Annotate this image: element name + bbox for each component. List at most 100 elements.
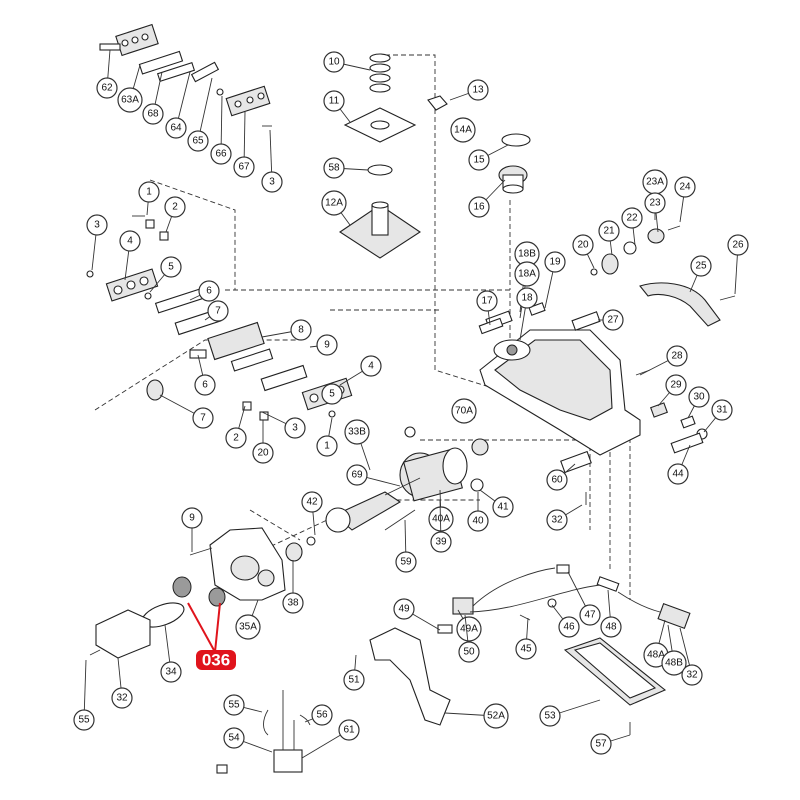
callout-number: 67	[238, 162, 250, 173]
callout-number: 68	[147, 109, 159, 120]
callout-9: 9	[181, 507, 203, 552]
gear-case	[189, 527, 303, 601]
callout-number: 32	[686, 670, 698, 681]
callout-number: 7	[215, 306, 221, 317]
callout-circle	[160, 256, 182, 278]
callout-2: 2	[225, 405, 247, 449]
callout-number: 49A	[460, 624, 478, 635]
callout-circle	[316, 435, 338, 457]
callout-number: 56	[316, 710, 328, 721]
callout-circle	[284, 417, 306, 439]
callout-number: 8	[298, 325, 304, 336]
callout-66: 66	[210, 95, 232, 165]
callout-number: 1	[324, 441, 330, 452]
callout-number: 54	[228, 733, 240, 744]
callout-62: 62	[96, 49, 118, 99]
callout-number: 70A	[455, 406, 473, 417]
callout-number: 64	[170, 123, 182, 134]
callout-number: 40A	[432, 514, 450, 525]
callout-63A: 63A	[117, 64, 143, 113]
callout-11: 11	[323, 90, 351, 123]
callout-number: 60	[551, 475, 563, 486]
callout-9: 9	[309, 334, 338, 356]
callout-48: 48	[600, 589, 622, 638]
callout-circle	[138, 181, 160, 203]
callout-circle	[96, 77, 118, 99]
callout-68: 68	[142, 71, 164, 125]
callout-circle	[598, 220, 620, 242]
callout-31: 31	[703, 399, 733, 433]
callout-circle	[666, 345, 688, 367]
callout-number: 23	[649, 198, 661, 209]
callout-44: 44	[667, 444, 691, 485]
callout-59: 59	[395, 519, 417, 573]
callout-number: 3	[292, 423, 298, 434]
callout-7: 7	[159, 394, 214, 429]
callout-circle	[558, 616, 580, 638]
callout-circle	[476, 290, 498, 312]
callout-number: 26	[732, 240, 744, 251]
callout-number: 2	[233, 433, 239, 444]
callout-8: 8	[261, 319, 312, 341]
callout-21: 21	[598, 220, 620, 256]
callout-number: 2	[172, 202, 178, 213]
callout-number: 9	[324, 340, 330, 351]
callout-circle	[192, 407, 214, 429]
callout-49A: 49A	[456, 609, 482, 642]
callout-33B: 33B	[344, 419, 371, 471]
callout-circle	[456, 616, 482, 642]
callout-15: 15	[468, 144, 509, 171]
callout-circle	[665, 374, 687, 396]
callout-number: 23A	[646, 177, 664, 188]
callout-circle	[86, 214, 108, 236]
callout-circle	[711, 399, 733, 421]
callout-circle	[225, 427, 247, 449]
callout-circle	[590, 733, 612, 755]
base-parts	[369, 627, 667, 735]
callout-3: 3	[261, 411, 306, 439]
callout-number: 7	[200, 413, 206, 424]
callout-number: 5	[168, 262, 174, 273]
callout-number: 29	[670, 380, 682, 391]
motor-assembly	[306, 426, 489, 546]
callout-4: 4	[119, 230, 141, 281]
switch-assembly-top	[99, 23, 272, 127]
callout-14A: 14A	[450, 117, 476, 143]
callout-55: 55	[73, 659, 95, 731]
callout-2: 2	[164, 196, 186, 233]
callout-circle	[343, 669, 365, 691]
callout-13: 13	[449, 79, 489, 101]
callout-number: 51	[348, 675, 360, 686]
callout-number: 3	[94, 220, 100, 231]
callout-circle	[430, 531, 452, 553]
callout-circle	[690, 255, 712, 277]
callout-number: 39	[435, 537, 447, 548]
callout-38: 38	[282, 560, 304, 614]
callout-circle	[187, 130, 209, 152]
callout-number: 15	[473, 155, 485, 166]
callout-4: 4	[339, 355, 382, 386]
callout-number: 48	[605, 622, 617, 633]
callout-circle	[160, 661, 182, 683]
callout-number: 48A	[647, 650, 665, 661]
fittings	[478, 317, 708, 505]
callout-number: 58	[328, 163, 340, 174]
callout-circle	[111, 687, 133, 709]
callout-number: 24	[679, 182, 691, 193]
callout-circle	[252, 442, 274, 464]
callout-circle	[514, 261, 540, 287]
callout-number: 44	[672, 469, 684, 480]
callout-circle	[727, 234, 749, 256]
callout-number: 41	[497, 502, 509, 513]
callout-circle	[544, 251, 566, 273]
callout-22: 22	[621, 207, 643, 246]
callout-26: 26	[727, 234, 749, 295]
callout-27: 27	[598, 309, 624, 331]
callout-circle	[681, 664, 703, 686]
callout-circle	[579, 604, 601, 626]
callout-number: 32	[116, 693, 128, 704]
callout-number: 50	[463, 647, 475, 658]
callout-23A: 23A	[642, 169, 668, 220]
callout-56: 56	[304, 704, 333, 726]
callout-49: 49	[393, 598, 441, 631]
